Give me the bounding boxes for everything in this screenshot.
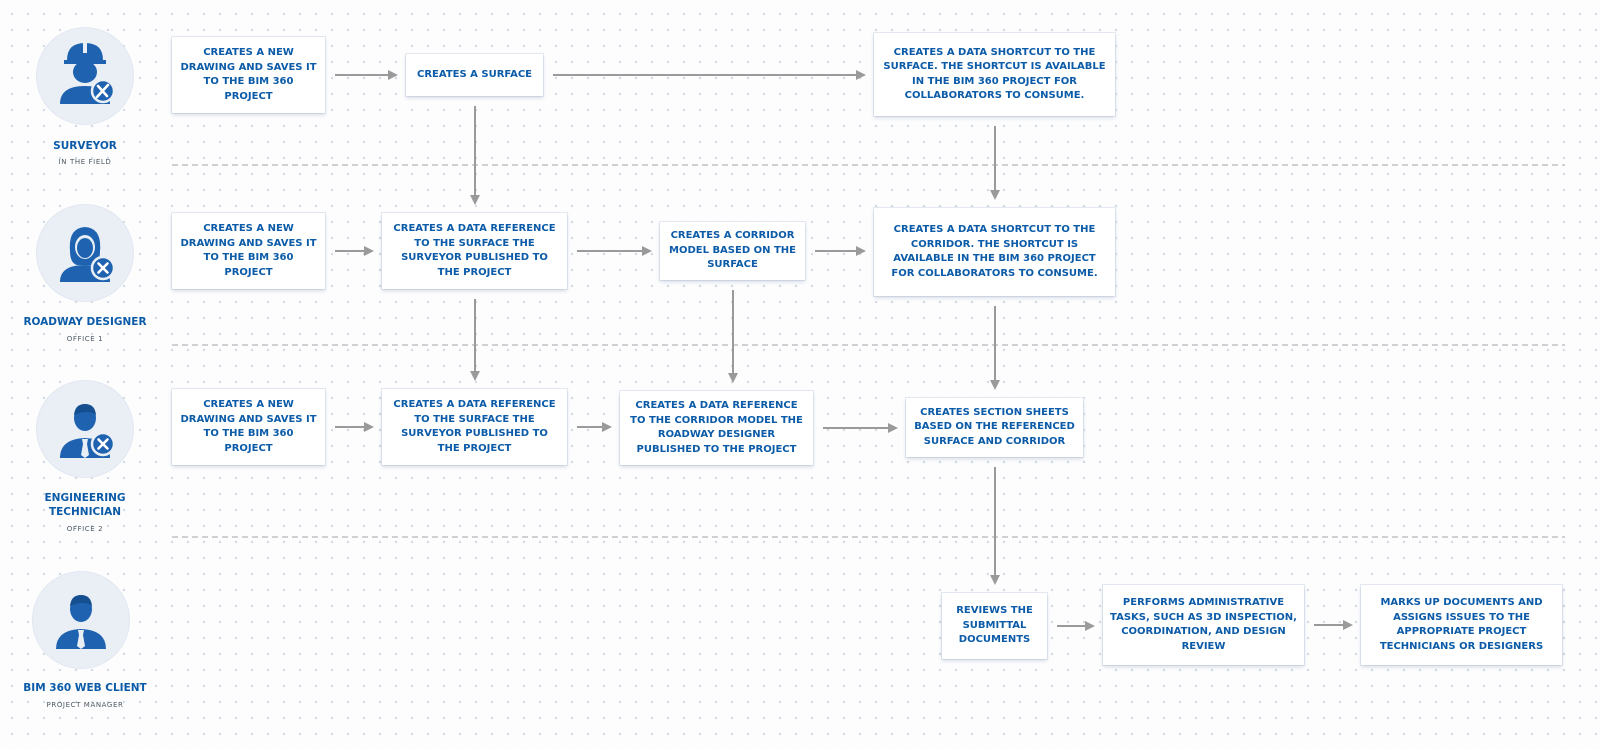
bim360-emphasis: BIM 360 bbox=[953, 75, 999, 87]
step-text: CREATES A CORRIDOR MODEL BASED ON THE SU… bbox=[669, 230, 796, 271]
step-text: REVIEWS THE SUBMITTAL DOCUMENTS bbox=[956, 605, 1033, 646]
engineering-technician-icon bbox=[60, 404, 116, 458]
step-text: PERFORMS ADMINISTRATIVE TASKS, SUCH AS 3… bbox=[1110, 597, 1297, 652]
step-text: CREATES A DATA REFERENCE TO THE CORRIDOR… bbox=[630, 400, 803, 455]
role-name-engineering-technician: ENGINEERING TECHNICIAN bbox=[44, 492, 126, 518]
step-surveyor-surface-shortcut: CREATES A DATA SHORTCUT TO THE SURFACE. … bbox=[874, 33, 1115, 116]
surveyor-hardhat-icon bbox=[60, 43, 116, 104]
step-surveyor-new-drawing: CREATES A NEW DRAWING AND SAVES IT TO TH… bbox=[172, 37, 325, 113]
role-location-roadway-designer: OFFICE 1 bbox=[66, 335, 104, 343]
role-location-surveyor: IN THE FIELD bbox=[58, 158, 112, 166]
bim360-emphasis: BIM 360 bbox=[247, 252, 294, 263]
bim360-emphasis: BIM 360 bbox=[247, 76, 294, 87]
step-designer-corridor-model: CREATES A CORRIDOR MODEL BASED ON THE SU… bbox=[660, 222, 805, 280]
step-text: CREATES A NEW DRAWING AND SAVES IT TO TH… bbox=[180, 47, 317, 102]
step-manager-review-submittal: REVIEWS THE SUBMITTAL DOCUMENTS bbox=[942, 593, 1047, 659]
step-text: CREATES A NEW DRAWING AND SAVES IT TO TH… bbox=[180, 223, 317, 278]
step-text: CREATES A NEW DRAWING AND SAVES IT TO TH… bbox=[180, 399, 317, 454]
role-name-surveyor: SURVEYOR bbox=[53, 140, 117, 152]
step-designer-corridor-shortcut: CREATES A DATA SHORTCUT TO THE CORRIDOR.… bbox=[874, 208, 1115, 296]
step-text: CREATES SECTION SHEETS BASED ON THE REFE… bbox=[914, 406, 1075, 447]
step-manager-markup-issues: MARKS UP DOCUMENTS AND ASSIGNS ISSUES TO… bbox=[1361, 585, 1562, 665]
project-manager-icon bbox=[56, 595, 106, 649]
surveyor-avatar bbox=[37, 28, 133, 124]
step-text: CREATES A DATA SHORTCUT TO THE SURFACE. … bbox=[883, 46, 1106, 102]
role-location-engineering-technician: OFFICE 2 bbox=[66, 525, 104, 533]
step-text: CREATES A DATA REFERENCE TO THE SURFACE … bbox=[393, 399, 556, 454]
role-location-project-manager: PROJECT MANAGER bbox=[46, 701, 124, 709]
bim360-emphasis: BIM 360 bbox=[998, 253, 1044, 264]
step-surveyor-create-surface: CREATES A SURFACE bbox=[406, 54, 543, 96]
project-manager-avatar bbox=[33, 572, 129, 668]
bim360-emphasis: BIM 360 bbox=[247, 428, 294, 439]
role-name-roadway-designer: ROADWAY DESIGNER bbox=[23, 316, 147, 328]
step-designer-surface-reference: CREATES A DATA REFERENCE TO THE SURFACE … bbox=[382, 213, 567, 289]
roadway-designer-avatar bbox=[37, 205, 133, 301]
step-designer-new-drawing: CREATES A NEW DRAWING AND SAVES IT TO TH… bbox=[172, 213, 325, 289]
step-text: CREATES A DATA SHORTCUT TO THE CORRIDOR.… bbox=[891, 224, 1098, 279]
step-text: MARKS UP DOCUMENTS AND ASSIGNS ISSUES TO… bbox=[1379, 597, 1544, 652]
step-manager-administrative-tasks: PERFORMS ADMINISTRATIVE TASKS, SUCH AS 3… bbox=[1103, 585, 1304, 665]
step-text: CREATES A SURFACE bbox=[416, 68, 532, 80]
step-technician-surface-reference: CREATES A DATA REFERENCE TO THE SURFACE … bbox=[382, 389, 567, 465]
step-technician-section-sheets: CREATES SECTION SHEETS BASED ON THE REFE… bbox=[906, 398, 1083, 457]
engineering-technician-avatar bbox=[37, 381, 133, 477]
step-text: CREATES A DATA REFERENCE TO THE SURFACE … bbox=[393, 223, 556, 278]
step-technician-corridor-reference: CREATES A DATA REFERENCE TO THE CORRIDOR… bbox=[620, 391, 813, 465]
roadway-designer-icon bbox=[60, 227, 116, 282]
role-name-project-manager: BIM 360 WEB CLIENT bbox=[23, 682, 147, 694]
step-technician-new-drawing: CREATES A NEW DRAWING AND SAVES IT TO TH… bbox=[172, 389, 325, 465]
